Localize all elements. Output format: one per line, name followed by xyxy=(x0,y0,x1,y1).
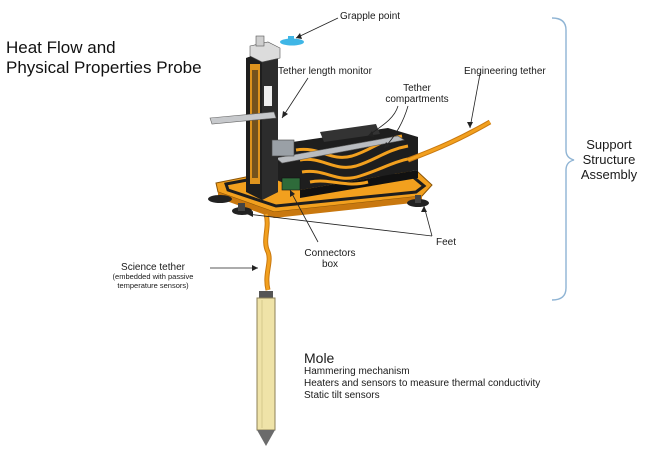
label-support-line-1: Support xyxy=(586,137,632,152)
leader-lines xyxy=(210,17,481,269)
grapple-point xyxy=(280,36,304,46)
title-line-1: Heat Flow and xyxy=(6,38,116,57)
label-science-tether: Science tether (embedded with passive te… xyxy=(94,262,212,290)
label-tether-compartments: Tether compartments xyxy=(372,83,462,105)
mole-probe xyxy=(256,291,276,446)
mole-description: Mole Hammering mechanism Heaters and sen… xyxy=(304,350,540,402)
label-feet: Feet xyxy=(436,237,457,248)
connectors-box xyxy=(281,177,301,191)
mole-item-tilt-sensors: Static tilt sensors xyxy=(304,390,380,401)
label-connectors-line-2: box xyxy=(321,259,339,270)
label-science-tether-title: Science tether xyxy=(121,262,185,273)
support-structure-assembly xyxy=(208,124,433,218)
support-bracket xyxy=(551,17,575,301)
label-engineering-tether: Engineering tether xyxy=(464,66,546,77)
label-tether-length-monitor: Tether length monitor xyxy=(278,66,372,77)
label-support-line-3: Assembly xyxy=(580,167,638,182)
feet xyxy=(208,195,429,215)
tether-coils xyxy=(295,134,413,186)
label-connectors-box: Connectors box xyxy=(300,248,360,270)
label-connectors-line-1: Connectors xyxy=(304,248,356,259)
mole-item-hammering: Hammering mechanism xyxy=(304,366,410,377)
label-grapple-point: Grapple point xyxy=(340,11,401,22)
mast-tower xyxy=(209,35,295,200)
arrowheads xyxy=(247,33,473,271)
mole-item-heaters: Heaters and sensors to measure thermal c… xyxy=(304,378,541,389)
label-tether-compartments-line-2: compartments xyxy=(385,94,449,105)
label-tether-compartments-line-1: Tether xyxy=(403,83,431,94)
label-science-tether-sub-1: (embedded with passive xyxy=(112,272,194,281)
label-support-structure-assembly: Support Structure Assembly xyxy=(572,137,646,182)
diagram-title: Heat Flow and Physical Properties Probe xyxy=(6,38,202,78)
label-support-line-2: Structure xyxy=(582,152,636,167)
title-line-2: Physical Properties Probe xyxy=(6,58,202,77)
mole-heading: Mole xyxy=(304,350,335,366)
label-science-tether-sub-2: temperature sensors) xyxy=(117,280,189,290)
